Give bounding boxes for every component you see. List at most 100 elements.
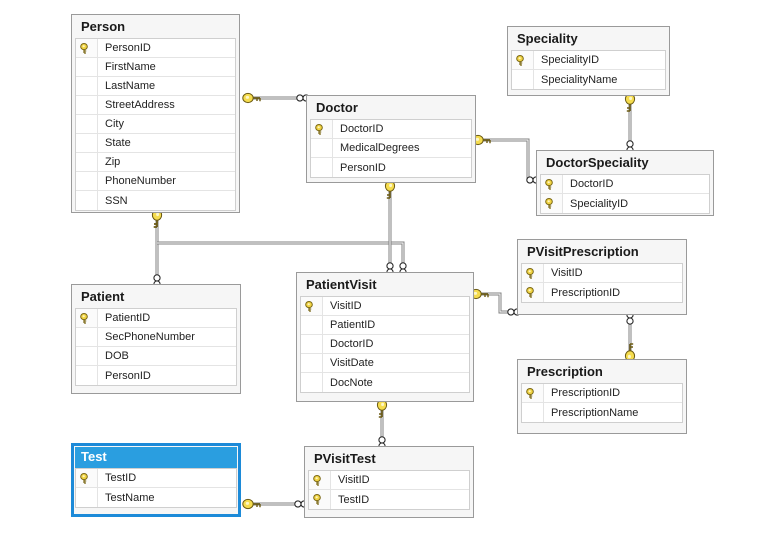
entity-footer-spacer xyxy=(540,214,710,222)
field-row[interactable]: VisitID xyxy=(522,264,682,283)
relationship-line-doctor-doctorspeciality[interactable] xyxy=(476,138,536,182)
field-key-placeholder xyxy=(76,134,98,152)
field-key-placeholder xyxy=(76,96,98,114)
field-row[interactable]: SecPhoneNumber xyxy=(76,328,236,347)
field-name: TestID xyxy=(105,472,137,484)
field-row[interactable]: DoctorID xyxy=(301,335,469,354)
field-row[interactable]: PersonID xyxy=(311,158,471,177)
field-row[interactable]: PrescriptionID xyxy=(522,384,682,403)
primary-key-icon xyxy=(522,384,544,402)
field-name: PersonID xyxy=(105,369,151,382)
entity-title-doctorspeciality: DoctorSpeciality xyxy=(546,155,649,170)
primary-key-icon xyxy=(301,297,323,315)
field-row[interactable]: PersonID xyxy=(76,366,236,385)
field-row[interactable]: DOB xyxy=(76,347,236,366)
field-row[interactable]: SpecialityName xyxy=(512,70,665,89)
field-row[interactable]: State xyxy=(76,134,235,153)
field-row[interactable]: PatientID xyxy=(301,316,469,335)
field-name: VisitID xyxy=(338,474,370,486)
field-key-placeholder xyxy=(522,403,544,422)
field-key-placeholder xyxy=(311,158,333,177)
field-name: FirstName xyxy=(105,61,156,73)
field-name: PrescriptionID xyxy=(551,387,621,399)
relationship-line-inner xyxy=(476,139,536,181)
field-row[interactable]: VisitID xyxy=(309,471,469,490)
field-name: PatientID xyxy=(330,319,376,331)
field-key-placeholder xyxy=(512,70,534,89)
primary-key-icon xyxy=(76,39,98,57)
field-name: PrescriptionName xyxy=(551,406,639,419)
field-name: DoctorID xyxy=(340,123,384,135)
primary-key-icon xyxy=(512,51,534,69)
field-name: Zip xyxy=(105,156,121,168)
field-row[interactable]: LastName xyxy=(76,77,235,96)
entity-footer-spacer xyxy=(521,423,683,431)
entity-footer-spacer xyxy=(75,386,237,394)
entity-footer-spacer xyxy=(521,303,683,311)
field-row[interactable]: PersonID xyxy=(76,39,235,58)
primary-key-icon xyxy=(311,120,333,138)
field-row[interactable]: TestName xyxy=(76,488,236,507)
field-row[interactable]: TestID xyxy=(309,490,469,509)
field-row[interactable]: DoctorID xyxy=(311,120,471,139)
field-row[interactable]: PhoneNumber xyxy=(76,172,235,191)
field-key-placeholder xyxy=(76,328,98,346)
field-row[interactable]: MedicalDegrees xyxy=(311,139,471,158)
entity-field-list-prescription: PrescriptionID PrescriptionName xyxy=(521,383,683,423)
field-key-placeholder xyxy=(301,354,323,372)
entity-footer-spacer xyxy=(75,508,237,516)
field-row[interactable]: Zip xyxy=(76,153,235,172)
field-key-placeholder xyxy=(76,172,98,190)
relationship-line-patientvisit-pvisitprescription[interactable] xyxy=(474,292,517,314)
relationship-one-side-key-icon xyxy=(242,92,261,104)
field-row[interactable]: City xyxy=(76,115,235,134)
field-row[interactable]: VisitID xyxy=(301,297,469,316)
field-row[interactable]: VisitDate xyxy=(301,354,469,373)
entity-title-doctor: Doctor xyxy=(316,100,358,115)
field-row[interactable]: DoctorID xyxy=(541,175,709,194)
field-key-placeholder xyxy=(311,139,333,157)
field-name: VisitDate xyxy=(330,357,374,369)
field-row[interactable]: PatientID xyxy=(76,309,236,328)
relationship-line-person-patientvisit[interactable] xyxy=(157,241,405,272)
field-row[interactable]: SpecialityID xyxy=(541,194,709,213)
entity-field-list-pvisittest: VisitID TestID xyxy=(308,470,470,510)
field-name: SecPhoneNumber xyxy=(105,331,195,343)
field-row[interactable]: DocNote xyxy=(301,373,469,392)
field-key-placeholder xyxy=(301,335,323,353)
field-row[interactable]: StreetAddress xyxy=(76,96,235,115)
field-row[interactable]: FirstName xyxy=(76,58,235,77)
primary-key-icon xyxy=(76,309,98,327)
entity-title-person: Person xyxy=(81,19,126,34)
field-key-placeholder xyxy=(76,58,98,76)
primary-key-icon xyxy=(76,469,98,487)
field-row[interactable]: SpecialityID xyxy=(512,51,665,70)
field-row[interactable]: PrescriptionID xyxy=(522,283,682,302)
field-name: MedicalDegrees xyxy=(340,142,420,154)
field-name: SSN xyxy=(105,194,128,207)
entity-footer-spacer xyxy=(511,90,666,98)
field-row[interactable]: PrescriptionName xyxy=(522,403,682,422)
field-row[interactable]: SSN xyxy=(76,191,235,210)
field-key-placeholder xyxy=(301,316,323,334)
field-key-placeholder xyxy=(76,488,98,507)
field-name: SpecialityName xyxy=(541,73,618,86)
entity-title-speciality: Speciality xyxy=(517,31,578,46)
field-row[interactable]: TestID xyxy=(76,469,236,488)
field-key-placeholder xyxy=(76,77,98,95)
entity-title-patient: Patient xyxy=(81,289,125,304)
